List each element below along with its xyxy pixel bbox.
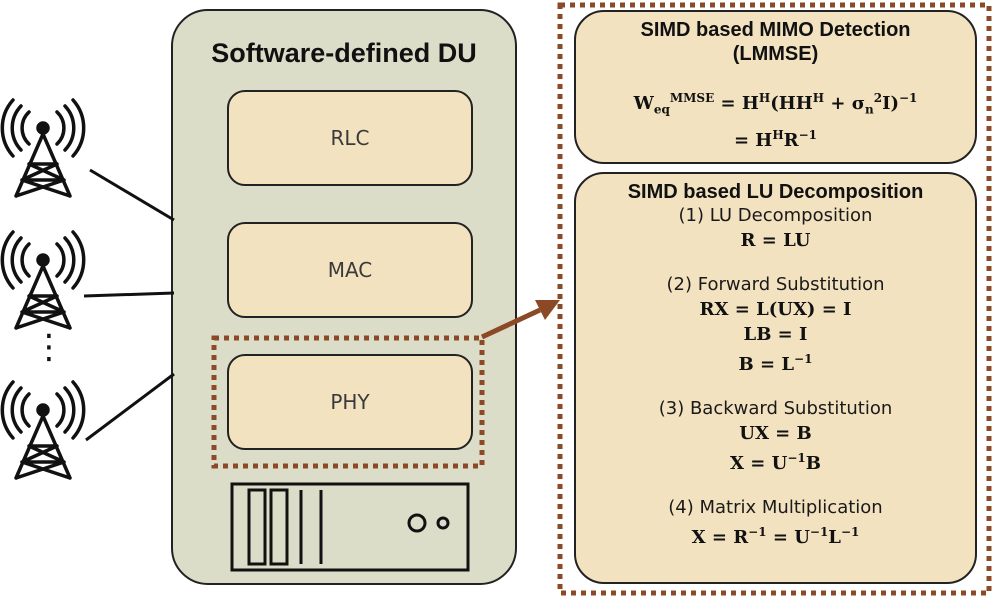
step-equation: B = L−1: [738, 352, 813, 375]
layer-phy: PHY: [227, 354, 473, 450]
antenna-link-line: [89, 168, 175, 222]
cell-tower-icon: [0, 230, 86, 330]
mimo-panel-title: SIMD based MIMO Detection: [640, 19, 911, 41]
step-equation: LB = I: [743, 324, 808, 345]
layer-rlc: RLC: [227, 90, 473, 186]
lu-decomposition-panel: SIMD based LU Decomposition (1) LU Decom…: [574, 172, 977, 584]
step-equation: X = U−1B: [730, 451, 821, 474]
cell-tower-icon: [0, 98, 86, 198]
mimo-equation-line2: = HHR−1: [733, 127, 818, 151]
lu-panel-title: SIMD based LU Decomposition: [627, 181, 924, 203]
phy-highlight-frame: [211, 335, 485, 469]
step-equation: RX = L(UX) = I: [699, 299, 852, 320]
antenna-link-line: [83, 291, 175, 298]
step-equation: X = R−1 = U−1L−1: [691, 525, 860, 548]
step-label: (3) Backward Substitution: [658, 398, 893, 419]
step-label: (1) LU Decomposition: [678, 205, 873, 226]
mimo-equation-line1: WeqMMSE = HH(HHH + σn2I)−1: [633, 91, 918, 117]
mimo-detection-panel: SIMD based MIMO Detection (LMMSE) WeqMMS…: [574, 10, 977, 164]
du-title: Software-defined DU: [211, 38, 477, 68]
antenna-link-line: [85, 372, 175, 442]
arrow-icon: [480, 300, 560, 340]
mimo-panel-subtitle: (LMMSE): [732, 43, 819, 65]
detail-highlight-frame: [557, 2, 992, 596]
step-label: (2) Forward Substitution: [666, 274, 885, 295]
step-equation: R = LU: [740, 230, 811, 251]
step-label: (4) Matrix Multiplication: [668, 497, 883, 518]
step-equation: UX = B: [739, 423, 812, 444]
layer-mac: MAC: [227, 222, 473, 318]
server-icon: [230, 482, 470, 572]
antenna-ellipsis: ⋮: [32, 327, 66, 367]
cell-tower-icon: [0, 380, 86, 480]
